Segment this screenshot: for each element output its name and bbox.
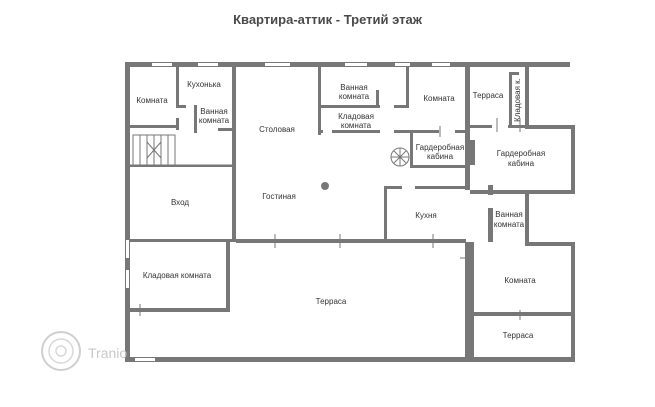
room-garderob-1-line1: Гардеробная <box>416 143 464 152</box>
room-gostinaya: Гостиная <box>262 192 296 201</box>
room-kladovaya-1-line2: комната <box>341 121 372 130</box>
room-komnata-3: Комната <box>504 276 536 285</box>
room-komnata-2: Комната <box>423 94 455 103</box>
watermark-text: Tranio <box>88 345 128 361</box>
room-terrasa-1: Терраса <box>473 91 504 100</box>
room-kladovaya-1-line1: Кладовая <box>338 112 374 121</box>
room-terrasa-3: Терраса <box>503 331 534 340</box>
room-labels: Комната Кухонька Ванная комната Столовая… <box>136 78 545 340</box>
staircase <box>130 134 232 166</box>
door-ticks <box>139 118 521 320</box>
room-kuhonka: Кухонька <box>187 80 221 89</box>
room-garderob-1-line2: кабина <box>427 152 454 161</box>
room-garderob-2-line2: кабина <box>508 159 535 168</box>
plan-title: Квартира-аттик - Третий этаж <box>233 12 422 27</box>
room-kladovaya-2: Кладовая комната <box>143 271 212 280</box>
room-vannaya-3-line1: Ванная <box>495 210 522 219</box>
column <box>321 182 329 190</box>
windows <box>126 63 450 361</box>
room-vannaya-2-line2: комната <box>339 92 370 101</box>
room-terrasa-2: Терраса <box>316 297 347 306</box>
watermark-logo-icon <box>41 331 81 371</box>
room-vannaya-2-line1: Ванная <box>340 83 367 92</box>
room-kuhnya: Кухня <box>415 211 436 220</box>
room-komnata-1: Комната <box>136 96 168 105</box>
room-kladovaya-k: Кладовая к. <box>513 78 522 122</box>
room-vannaya-1-line1: Ванная <box>200 107 227 116</box>
room-vannaya-1-line2: комната <box>199 116 230 125</box>
room-stolovaya: Столовая <box>259 125 295 134</box>
room-garderob-2-line1: Гардеробная <box>497 149 545 158</box>
room-vannaya-3-line2: комната <box>494 220 525 229</box>
interior-walls <box>130 67 528 312</box>
room-vhod: Вход <box>171 198 189 207</box>
spiral-stair <box>390 147 410 167</box>
